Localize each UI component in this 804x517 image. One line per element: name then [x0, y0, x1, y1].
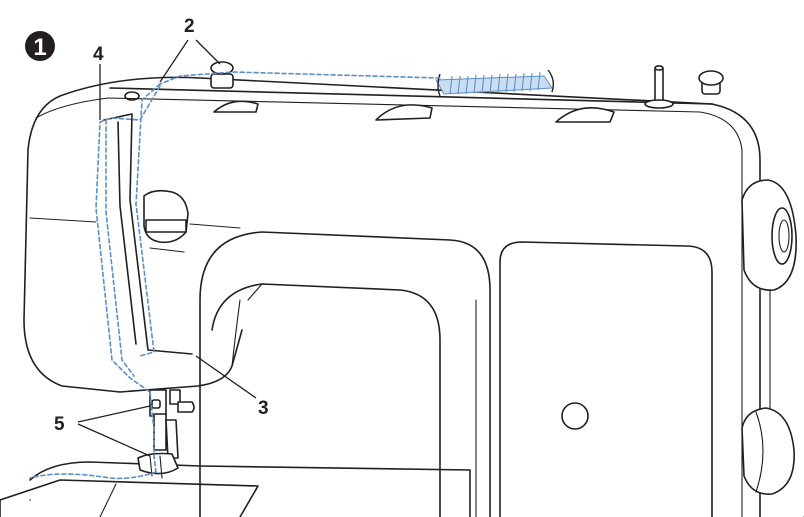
thread-under-foot [29, 471, 157, 480]
presser-foot-assembly [137, 389, 195, 479]
top-dial-1 [213, 100, 259, 113]
front-face-seam-right [189, 223, 241, 229]
top-dial-3 [555, 106, 615, 123]
thread-take-up-loop [95, 85, 161, 393]
thread-spool-to-guide [159, 71, 441, 85]
top-plate-line [109, 87, 713, 105]
take-up-slot-inner [117, 121, 137, 345]
thread-to-needle [149, 391, 157, 473]
tension-knob [143, 189, 189, 253]
handwheel-lower [741, 407, 795, 495]
filled-circle-number-icon [25, 31, 55, 61]
machine-body [0, 76, 804, 517]
callout-4: 4 [93, 44, 104, 65]
callout-2: 2 [184, 16, 195, 37]
machine-head-outline [23, 76, 804, 517]
leader-2-right [195, 39, 221, 65]
thread-guide-post [210, 61, 234, 89]
thread-path [29, 71, 441, 480]
top-inner-edge [35, 97, 743, 517]
machine-bed [29, 461, 471, 517]
leader-3 [195, 355, 257, 399]
step-marker: 1 [25, 31, 55, 61]
handwheel-lower-ridge [755, 411, 764, 493]
plate-divider [99, 483, 117, 517]
cavity-line-top [247, 283, 263, 301]
top-dial-2 [375, 104, 433, 121]
leader-lines [77, 39, 257, 457]
callout-labels: 2 4 3 5 [54, 16, 269, 435]
head-bottom-edge [119, 329, 243, 393]
handwheel [741, 179, 797, 495]
take-up-slot [103, 113, 193, 355]
bobbin-winder-stopper [698, 70, 724, 95]
leader-2-left [159, 39, 189, 83]
front-cover-panel [499, 241, 713, 517]
handwheel-hub [771, 207, 793, 265]
callout-3: 3 [258, 398, 269, 419]
thread-guide-down-outer [135, 83, 161, 357]
arm-opening-outer [199, 231, 491, 517]
bobbin-winder-post [644, 65, 674, 109]
thread-inner [105, 119, 135, 377]
leader-5-lower [77, 423, 151, 457]
handwheel-hub-inner [778, 219, 790, 253]
sewing-plate [0, 479, 259, 517]
bobbin-cover-button [561, 402, 589, 430]
cavity-line-left [231, 299, 241, 367]
leader-5-upper [77, 405, 151, 423]
handwheel-upper [741, 179, 797, 291]
needle-area [103, 113, 195, 479]
take-up-hole [124, 91, 140, 101]
thread-spool [435, 69, 555, 97]
callout-5: 5 [54, 414, 65, 435]
step-number: 1 [33, 34, 46, 61]
front-face-seam [29, 217, 97, 223]
arm-opening-inner [211, 283, 441, 517]
top-accessories [124, 61, 724, 123]
